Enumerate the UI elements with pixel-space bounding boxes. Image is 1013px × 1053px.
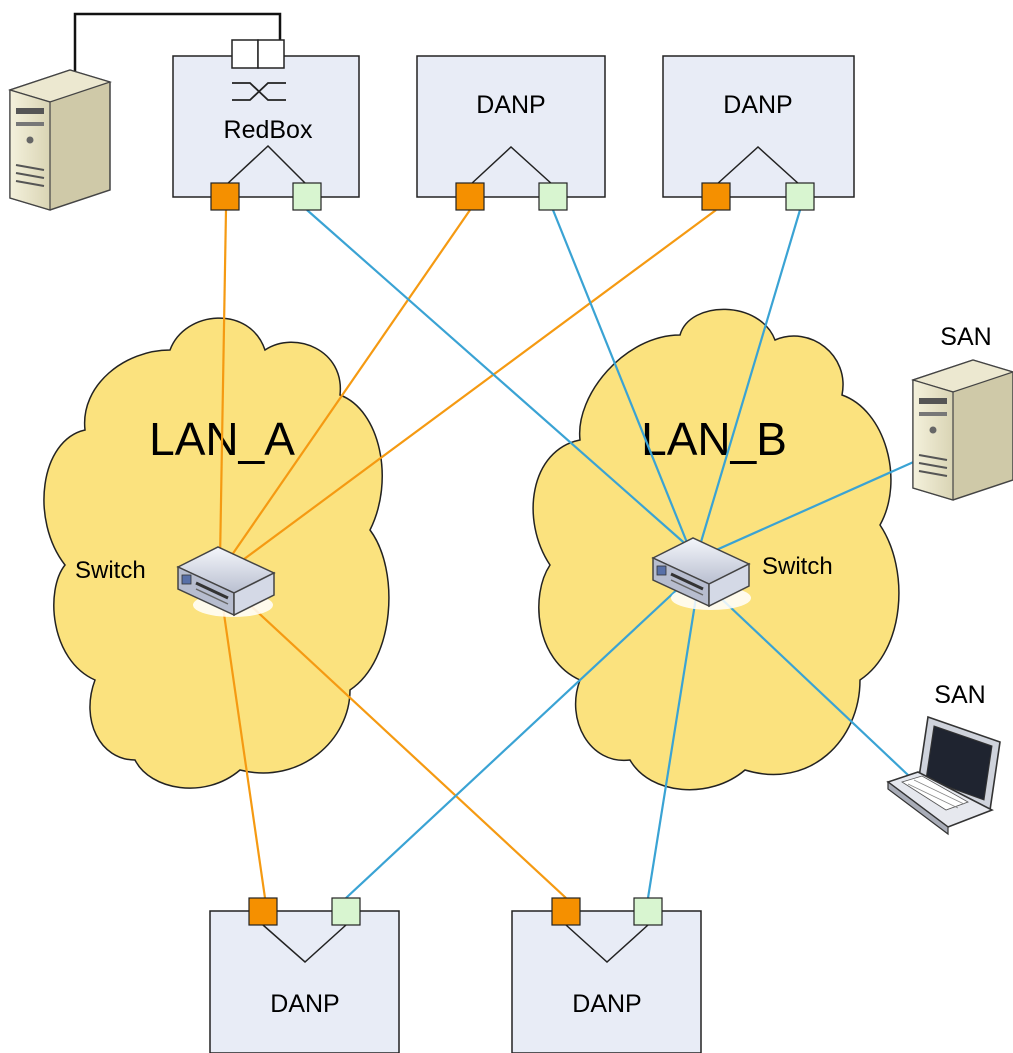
- danp-bottom-2-node[interactable]: DANP: [511, 897, 702, 1053]
- lan-b-switch[interactable]: [651, 537, 751, 610]
- redbox-host-server[interactable]: [8, 12, 282, 211]
- link-danp-top-1-lan-a[interactable]: [224, 209, 471, 566]
- danp-bottom-2-wedge: [565, 924, 649, 964]
- danp-top-1-box: [416, 55, 606, 198]
- link-san-laptop-lan-b[interactable]: [709, 587, 909, 776]
- danp-top-2-port-b[interactable]: [785, 182, 815, 211]
- link-danp-top-2-lan-a[interactable]: [231, 209, 717, 569]
- server-tower-icon: [911, 359, 1013, 501]
- danp-top-1-wedge: [469, 145, 554, 186]
- san-server-label: SAN: [940, 323, 991, 351]
- danp-bottom-1-port-a[interactable]: [248, 897, 278, 926]
- danp-bottom-1-node[interactable]: DANP: [209, 897, 400, 1053]
- danp-bottom-2-port-a[interactable]: [551, 897, 581, 926]
- lan-b-links: [306, 209, 919, 899]
- link-danp-bottom-2-lan-b[interactable]: [646, 584, 700, 899]
- danp-bottom-1-port-b[interactable]: [331, 897, 361, 926]
- redbox-wedge: [225, 144, 308, 186]
- switch-icon: [176, 546, 276, 617]
- redbox-port-b[interactable]: [292, 182, 322, 211]
- san-laptop-label: SAN: [934, 681, 985, 709]
- san-laptop[interactable]: SAN: [886, 681, 1001, 836]
- link-redbox-lan-a[interactable]: [218, 209, 228, 561]
- link-danp-top-1-lan-b[interactable]: [551, 209, 692, 551]
- link-danp-bottom-2-lan-a[interactable]: [249, 604, 567, 899]
- danp-bottom-2-box: [511, 910, 702, 1053]
- redbox-switch-icon: [231, 39, 286, 101]
- danp-top-2-node[interactable]: DANP: [662, 55, 855, 211]
- danp-top-2-port-a[interactable]: [701, 182, 731, 211]
- lan-a-links: [218, 209, 717, 899]
- laptop-icon: [886, 715, 1001, 836]
- danp-top-1-port-b[interactable]: [538, 182, 568, 211]
- redbox-node[interactable]: RedBox: [172, 39, 360, 211]
- switch-icon: [651, 537, 751, 608]
- danp-bottom-1-box: [209, 910, 400, 1053]
- link-danp-bottom-1-lan-b[interactable]: [345, 584, 683, 899]
- danp-bottom-1-wedge: [262, 924, 347, 964]
- lan-b-label: LAN_B: [641, 413, 787, 465]
- lan-a-switch-label: Switch: [75, 557, 146, 584]
- danp-top-1-node[interactable]: DANP: [416, 55, 606, 211]
- danp-top-2-label: DANP: [723, 91, 792, 119]
- san-server[interactable]: SAN: [911, 323, 1013, 501]
- link-redbox-lan-b[interactable]: [306, 209, 691, 549]
- danp-bottom-1-label: DANP: [270, 990, 339, 1018]
- danp-top-1-port-a[interactable]: [455, 182, 485, 211]
- redbox-label: RedBox: [224, 116, 313, 144]
- lan-a-switch[interactable]: [176, 546, 276, 617]
- danp-top-1-label: DANP: [476, 91, 545, 119]
- link-san-server-lan-b[interactable]: [704, 458, 919, 557]
- danp-top-2-box: [662, 55, 855, 198]
- redbox-host-cable: [73, 12, 282, 74]
- server-tower-icon: [8, 69, 112, 211]
- danp-bottom-2-port-b[interactable]: [633, 897, 663, 926]
- danp-bottom-2-label: DANP: [572, 990, 641, 1018]
- redbox-port-a[interactable]: [210, 182, 240, 211]
- link-danp-bottom-1-lan-a[interactable]: [220, 599, 267, 899]
- link-danp-top-2-lan-b[interactable]: [696, 209, 802, 553]
- danp-top-2-wedge: [715, 145, 801, 186]
- lan-b-switch-label: Switch: [762, 553, 833, 580]
